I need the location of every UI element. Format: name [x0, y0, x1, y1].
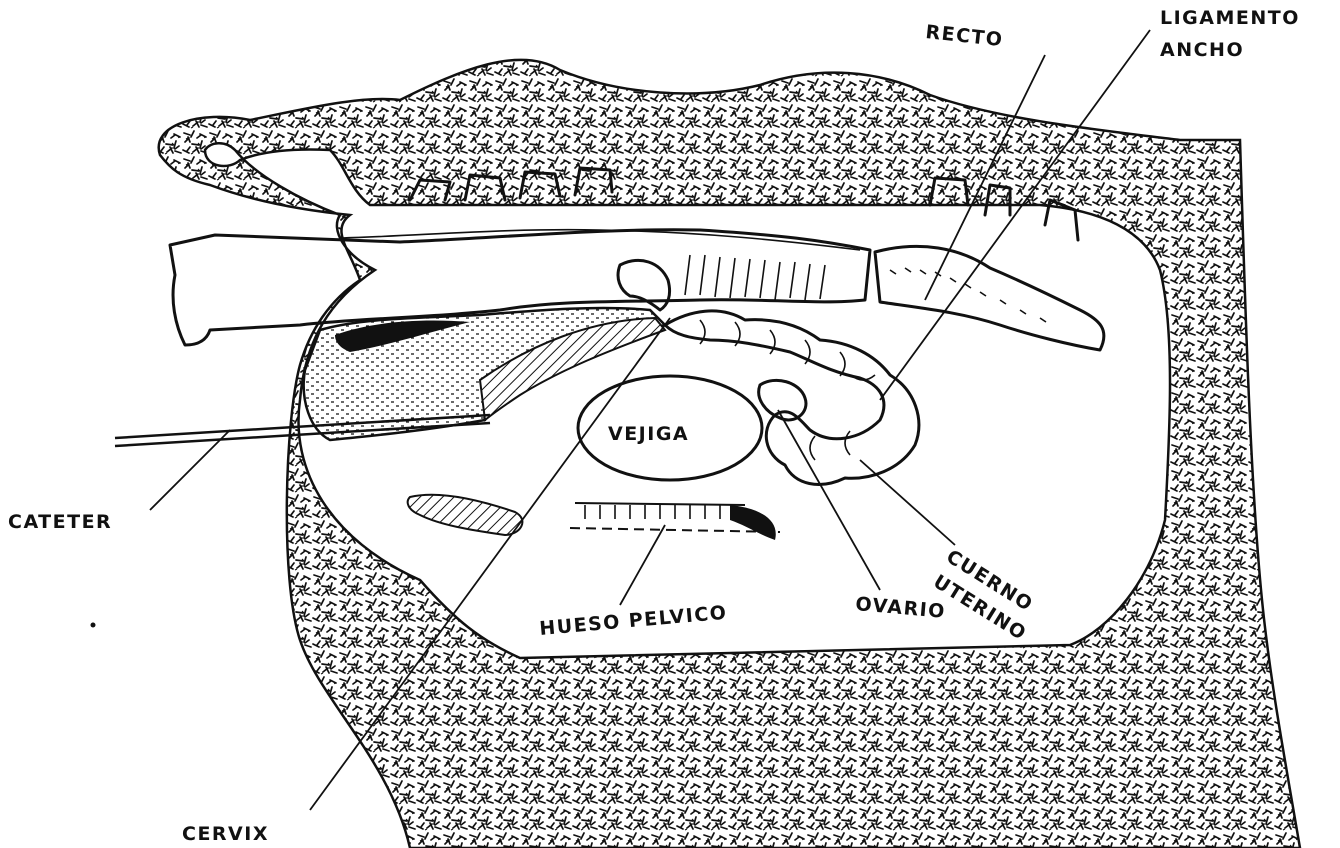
label-vejiga: VEJIGA — [608, 423, 689, 445]
catheter — [115, 415, 490, 446]
pelvic-bone-shelf — [570, 503, 780, 540]
leader-cuerno-uterino — [860, 460, 955, 545]
stray-dot — [91, 623, 96, 628]
label-cateter: CATETER — [8, 511, 112, 533]
pelvic-bone — [408, 495, 523, 535]
label-ligamento-ancho-line2: ANCHO — [1160, 39, 1244, 61]
label-recto: RECTO — [924, 21, 1004, 51]
leader-hueso-pelvico — [620, 525, 665, 605]
label-ovario: OVARIO — [855, 593, 947, 623]
label-cervix: CERVIX — [182, 823, 269, 845]
label-ligamento-ancho-line1: LIGAMENTO — [1160, 7, 1300, 29]
label-hueso-pelvico: HUESO PELVICO — [539, 602, 729, 640]
ovary — [759, 380, 806, 420]
